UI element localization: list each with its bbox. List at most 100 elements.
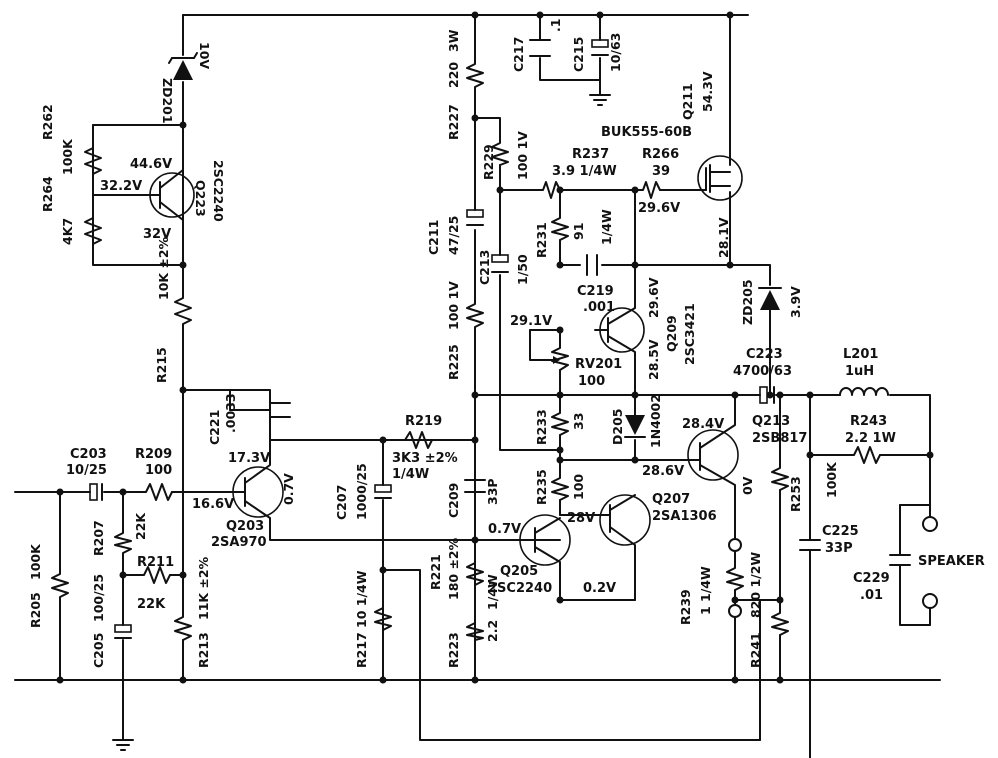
- label-zd205: ZD205: [740, 279, 755, 325]
- label-q203-e: 17.3V: [228, 451, 270, 466]
- label-r207: R207: [91, 520, 106, 556]
- speaker-terminal-positive: [922, 516, 938, 532]
- label-rv201-value: 100: [578, 374, 605, 389]
- label-q213-e: 28.6V: [642, 464, 684, 479]
- label-r219-watt: 1/4W: [392, 467, 429, 482]
- label-r231-value: 91: [571, 223, 586, 240]
- label-r237-value: 3.9 1/4W: [552, 164, 617, 179]
- resistor-r262: [84, 139, 102, 181]
- label-r253-value: 100K: [824, 461, 839, 498]
- label-r229-value: 100 1V: [515, 131, 530, 180]
- label-q209-e: 28.5V: [646, 339, 661, 380]
- label-r266-value: 39: [652, 164, 670, 179]
- label-q223-b: 32.2V: [100, 179, 142, 194]
- potentiometer-rv201: [544, 344, 569, 371]
- label-r220: 220: [446, 62, 461, 88]
- label-speaker: SPEAKER: [918, 554, 985, 569]
- label-c221-value: .0033: [223, 393, 238, 433]
- label-r213: R213: [196, 632, 211, 668]
- label-r220-value: 3W: [446, 29, 461, 52]
- label-d205: D205: [610, 409, 625, 445]
- label-r217-value: 10 1/4W: [354, 570, 369, 628]
- resistor-r253: [771, 464, 789, 491]
- label-rv201: RV201: [575, 357, 622, 372]
- resistor-r235: [551, 474, 569, 501]
- resistor-r221: [466, 559, 484, 586]
- resistor-r220: [466, 59, 484, 91]
- resistor-r243: [849, 446, 881, 464]
- label-c211: C211: [426, 220, 441, 255]
- resistor-r229: [491, 139, 509, 166]
- label-q205-b: 0.7V: [488, 522, 521, 537]
- label-r209: R209: [135, 447, 172, 462]
- resistor-r223: [466, 619, 484, 641]
- label-r227: R227: [446, 104, 461, 140]
- label-c219-value: .001: [583, 300, 615, 315]
- label-c207: C207: [334, 485, 349, 520]
- label-c209: C209: [446, 483, 461, 518]
- resistor-r219: [399, 431, 441, 449]
- label-q203-type: 2SA970: [211, 535, 267, 550]
- label-r233-value: 33: [571, 413, 586, 430]
- label-c221: C221: [207, 410, 222, 445]
- label-r211-value: 22K: [137, 597, 166, 612]
- label-r219-value: 3K3 ±2%: [392, 451, 458, 466]
- label-c209-value: 33P: [485, 478, 500, 505]
- label-q205-type: 2SC2240: [488, 581, 552, 596]
- label-q211-gate-v: 29.6V: [638, 201, 680, 216]
- label-r235-value: 100: [571, 474, 586, 500]
- capacitor-c221: [229, 389, 291, 418]
- label-l201: L201: [843, 347, 878, 362]
- label-q203-b: 16.6V: [192, 497, 234, 512]
- label-c223: C223: [746, 347, 783, 362]
- label-r205-value: 100K: [28, 543, 43, 580]
- label-zd201: ZD201: [160, 78, 175, 124]
- capacitor-c209: [464, 479, 486, 541]
- label-r237: R237: [572, 147, 609, 162]
- label-r235: R235: [534, 469, 549, 505]
- label-q211-drain-v: 54.3V: [700, 71, 715, 112]
- label-q207: Q207: [652, 492, 690, 507]
- label-r223: R223: [446, 632, 461, 668]
- capacitor-c207: [374, 484, 392, 499]
- capacitor-c229: [889, 554, 911, 566]
- capacitor-c225: [799, 539, 821, 551]
- label-c225-value: 33P: [825, 541, 853, 556]
- label-q211: Q211: [680, 83, 695, 120]
- mosfet-q211: [705, 167, 731, 191]
- label-r239-value: 1 1/4W: [698, 566, 713, 615]
- label-zd201-value: 10V: [197, 42, 212, 69]
- label-q223: Q223: [193, 180, 208, 217]
- label-r225: R225: [446, 344, 461, 380]
- label-c217: C217: [511, 37, 526, 72]
- label-q209-c: 29.6V: [646, 277, 661, 318]
- label-q205-c: 0.2V: [583, 581, 616, 596]
- capacitor-c219: [586, 254, 598, 276]
- label-r262-value: 100K: [60, 138, 75, 175]
- label-r205: R205: [28, 592, 43, 628]
- label-c215-value: 10/63: [608, 33, 623, 72]
- label-r231-watt: 1/4W: [599, 209, 614, 245]
- label-r262: R262: [40, 104, 55, 140]
- speaker-terminal-negative: [922, 593, 938, 609]
- resistor-r239: [726, 564, 744, 591]
- label-q209-type: 2SC3421: [682, 303, 697, 365]
- label-c205-value: 100/25: [91, 574, 106, 622]
- resistor-r241: [771, 609, 789, 636]
- label-c211-value: 47/25: [446, 216, 461, 255]
- label-c217-value: .1: [548, 19, 563, 32]
- label-q207-e: 28V: [567, 511, 595, 526]
- label-r213-value: 11K ±2%: [196, 556, 211, 620]
- label-q205: Q205: [500, 564, 538, 579]
- label-c229-value: .01: [860, 588, 883, 603]
- label-c215: C215: [571, 37, 586, 72]
- label-c207-value: 1000/25: [354, 463, 369, 520]
- label-r231: R231: [534, 222, 549, 258]
- capacitor-c211: [466, 209, 484, 226]
- resistor-r205: [51, 569, 69, 601]
- resistor-r211: [139, 566, 171, 584]
- ground-symbol-c215: [589, 94, 611, 106]
- label-r221-value: 180 ±2%: [446, 537, 461, 600]
- label-r215-value: 10K ±2%: [156, 236, 171, 300]
